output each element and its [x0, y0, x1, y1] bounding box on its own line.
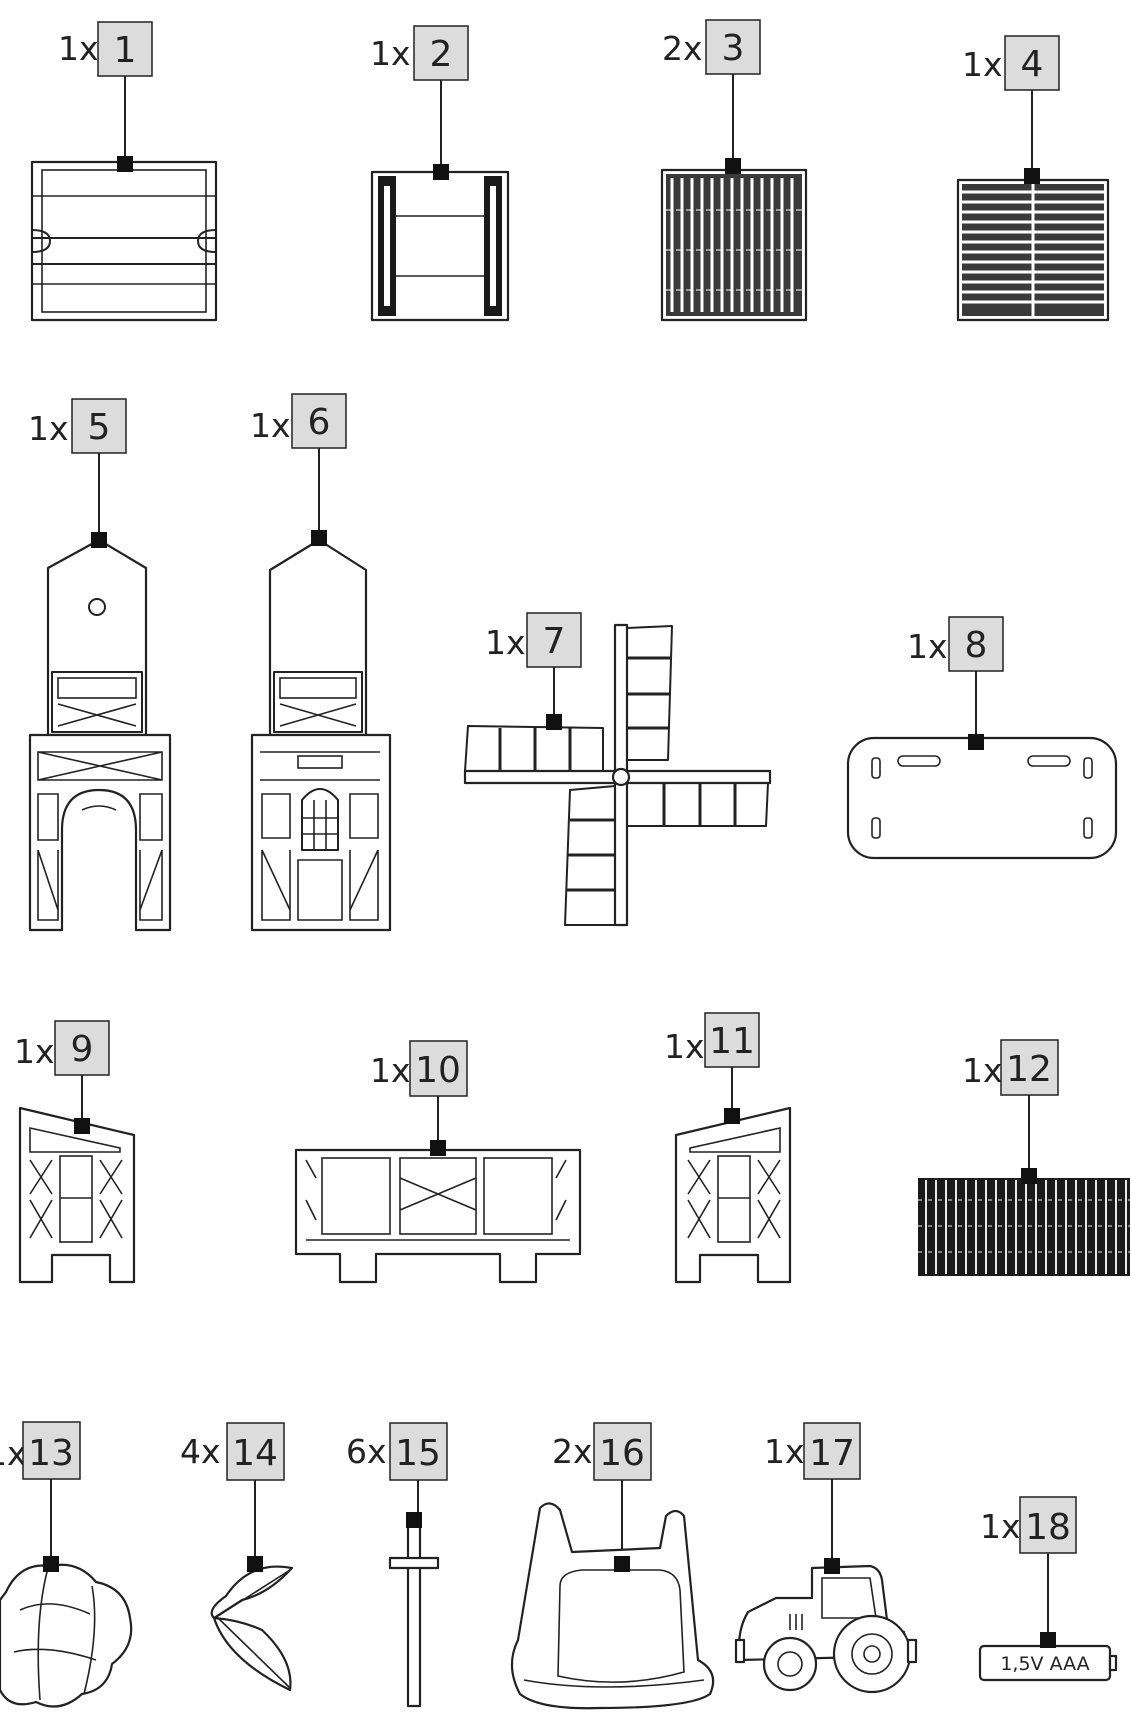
part-7-number: 7: [543, 621, 566, 662]
part-5-quantity: 1x: [28, 409, 69, 448]
part-12-number: 12: [1006, 1049, 1052, 1090]
tractor-icon: [734, 1564, 918, 1694]
part-12: 1x 12: [918, 1039, 1130, 1276]
part-2-quantity: 1x: [370, 34, 411, 73]
part-9: 1x 9: [14, 1020, 136, 1284]
part-9-quantity: 1x: [14, 1032, 55, 1071]
part-12-quantity: 1x: [962, 1051, 1003, 1090]
part-17-quantity: 1x: [764, 1432, 805, 1471]
square-brick-plate-icon: [660, 168, 808, 322]
part-15-number-box: [389, 1422, 448, 1481]
part-4-quantity: 1x: [962, 45, 1003, 84]
part-2-number-box: [413, 25, 469, 81]
part-10-number: 10: [415, 1050, 461, 1091]
part-3: 2x 3: [660, 19, 808, 322]
part-8-number: 8: [965, 625, 988, 666]
part-15-number: 15: [395, 1433, 441, 1474]
part-7-number-box: [526, 612, 582, 668]
part-3-number: 3: [722, 28, 745, 69]
part-18-number-box: [1019, 1496, 1077, 1554]
part-7-quantity: 1x: [485, 623, 526, 662]
long-wall-panel-icon: [294, 1148, 582, 1284]
part-4-number: 4: [1021, 44, 1044, 85]
part-13-number: 13: [28, 1433, 74, 1474]
part-3-quantity: 2x: [662, 29, 703, 68]
battery-label: 1,5V AAA: [1000, 1653, 1089, 1675]
part-3-number-box: [705, 19, 761, 75]
part-4: 1x 4: [956, 35, 1110, 322]
part-18-quantity: 1x: [980, 1507, 1021, 1546]
part-17-number: 17: [809, 1433, 855, 1474]
part-14-quantity: 4x: [180, 1432, 221, 1471]
part-1-number-box: [97, 21, 153, 77]
part-13-number-box: [22, 1421, 81, 1480]
part-11-quantity: 1x: [664, 1027, 705, 1066]
leaf-clip-icon: [210, 1565, 294, 1692]
part-5: 1x 5: [28, 398, 172, 932]
part-10: 1x 10: [294, 1040, 582, 1284]
part-14: 4x 14: [180, 1422, 294, 1692]
part-15: 6x 15: [346, 1422, 448, 1708]
mill-front-arch-wall-icon: [28, 538, 172, 932]
part-13: 1x 13: [0, 1421, 133, 1708]
mill-back-window-wall-icon: [250, 538, 392, 932]
part-6: 1x 6: [250, 393, 392, 932]
part-11: 1x 11: [664, 1012, 792, 1284]
roof-panel-icon: [918, 1178, 1130, 1276]
part-18: 1x 18 1,5V AAA: [978, 1496, 1118, 1682]
part-1: 1x 1: [30, 21, 218, 322]
windmill-sails-icon: [463, 623, 772, 927]
battery-icon: 1,5V AAA: [978, 1644, 1118, 1682]
part-14-number-box: [226, 1422, 285, 1481]
part-8-quantity: 1x: [907, 627, 948, 666]
part-2-number: 2: [430, 34, 453, 75]
side-wall-right-icon: [674, 1106, 792, 1284]
base-plate-icon: [846, 736, 1118, 860]
part-17: 1x 17: [734, 1422, 918, 1694]
part-8-number-box: [948, 616, 1004, 672]
part-12-number-box: [1000, 1039, 1059, 1096]
side-wall-left-icon: [18, 1106, 136, 1284]
part-7: 1x 7: [463, 612, 772, 927]
track-bridge-piece-icon: [370, 170, 510, 322]
part-11-number: 11: [709, 1021, 755, 1062]
part-6-quantity: 1x: [250, 406, 291, 445]
part-8: 1x 8: [846, 616, 1118, 860]
part-5-number-box: [71, 398, 127, 454]
part-10-number-box: [409, 1040, 468, 1097]
part-18-number: 18: [1025, 1507, 1071, 1548]
track-straight-piece-icon: [30, 160, 218, 322]
part-1-quantity: 1x: [58, 29, 99, 68]
part-13-quantity: 1x: [0, 1434, 27, 1473]
part-9-number: 9: [71, 1029, 94, 1070]
part-10-quantity: 1x: [370, 1051, 411, 1090]
part-16: 2x 16: [510, 1422, 715, 1710]
hill-ramp-icon: [510, 1502, 715, 1710]
part-2: 1x 2: [370, 25, 510, 322]
square-brick-plate-icon: [956, 178, 1110, 322]
part-16-number: 16: [599, 1433, 645, 1474]
part-14-number: 14: [232, 1433, 278, 1474]
part-15-quantity: 6x: [346, 1432, 387, 1471]
part-5-number: 5: [88, 407, 111, 448]
part-6-number: 6: [308, 402, 331, 443]
part-1-number: 1: [114, 30, 137, 71]
bush-icon: [0, 1563, 133, 1708]
part-16-quantity: 2x: [552, 1432, 593, 1471]
fence-post-icon: [388, 1518, 440, 1708]
